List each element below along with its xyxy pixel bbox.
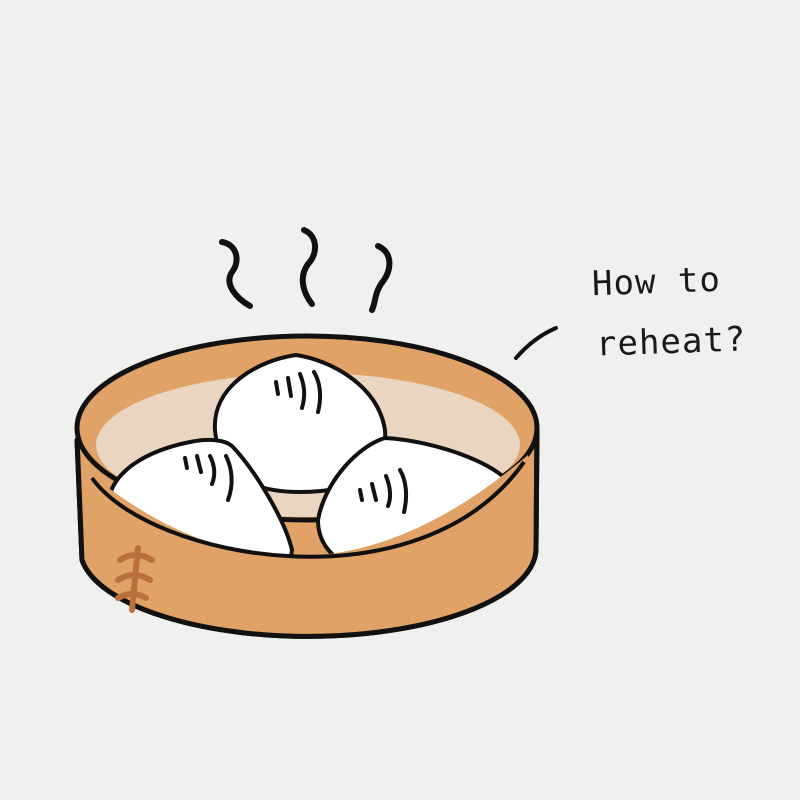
bamboo-lashing-icon <box>115 545 155 613</box>
steamer-front-band <box>74 429 540 639</box>
caption-line-1: How to <box>591 259 722 305</box>
steam-icon <box>219 227 393 313</box>
bun-pleats <box>183 370 409 514</box>
speech-mark-icon <box>514 326 558 360</box>
caption-line-2: reheat? <box>595 319 747 365</box>
